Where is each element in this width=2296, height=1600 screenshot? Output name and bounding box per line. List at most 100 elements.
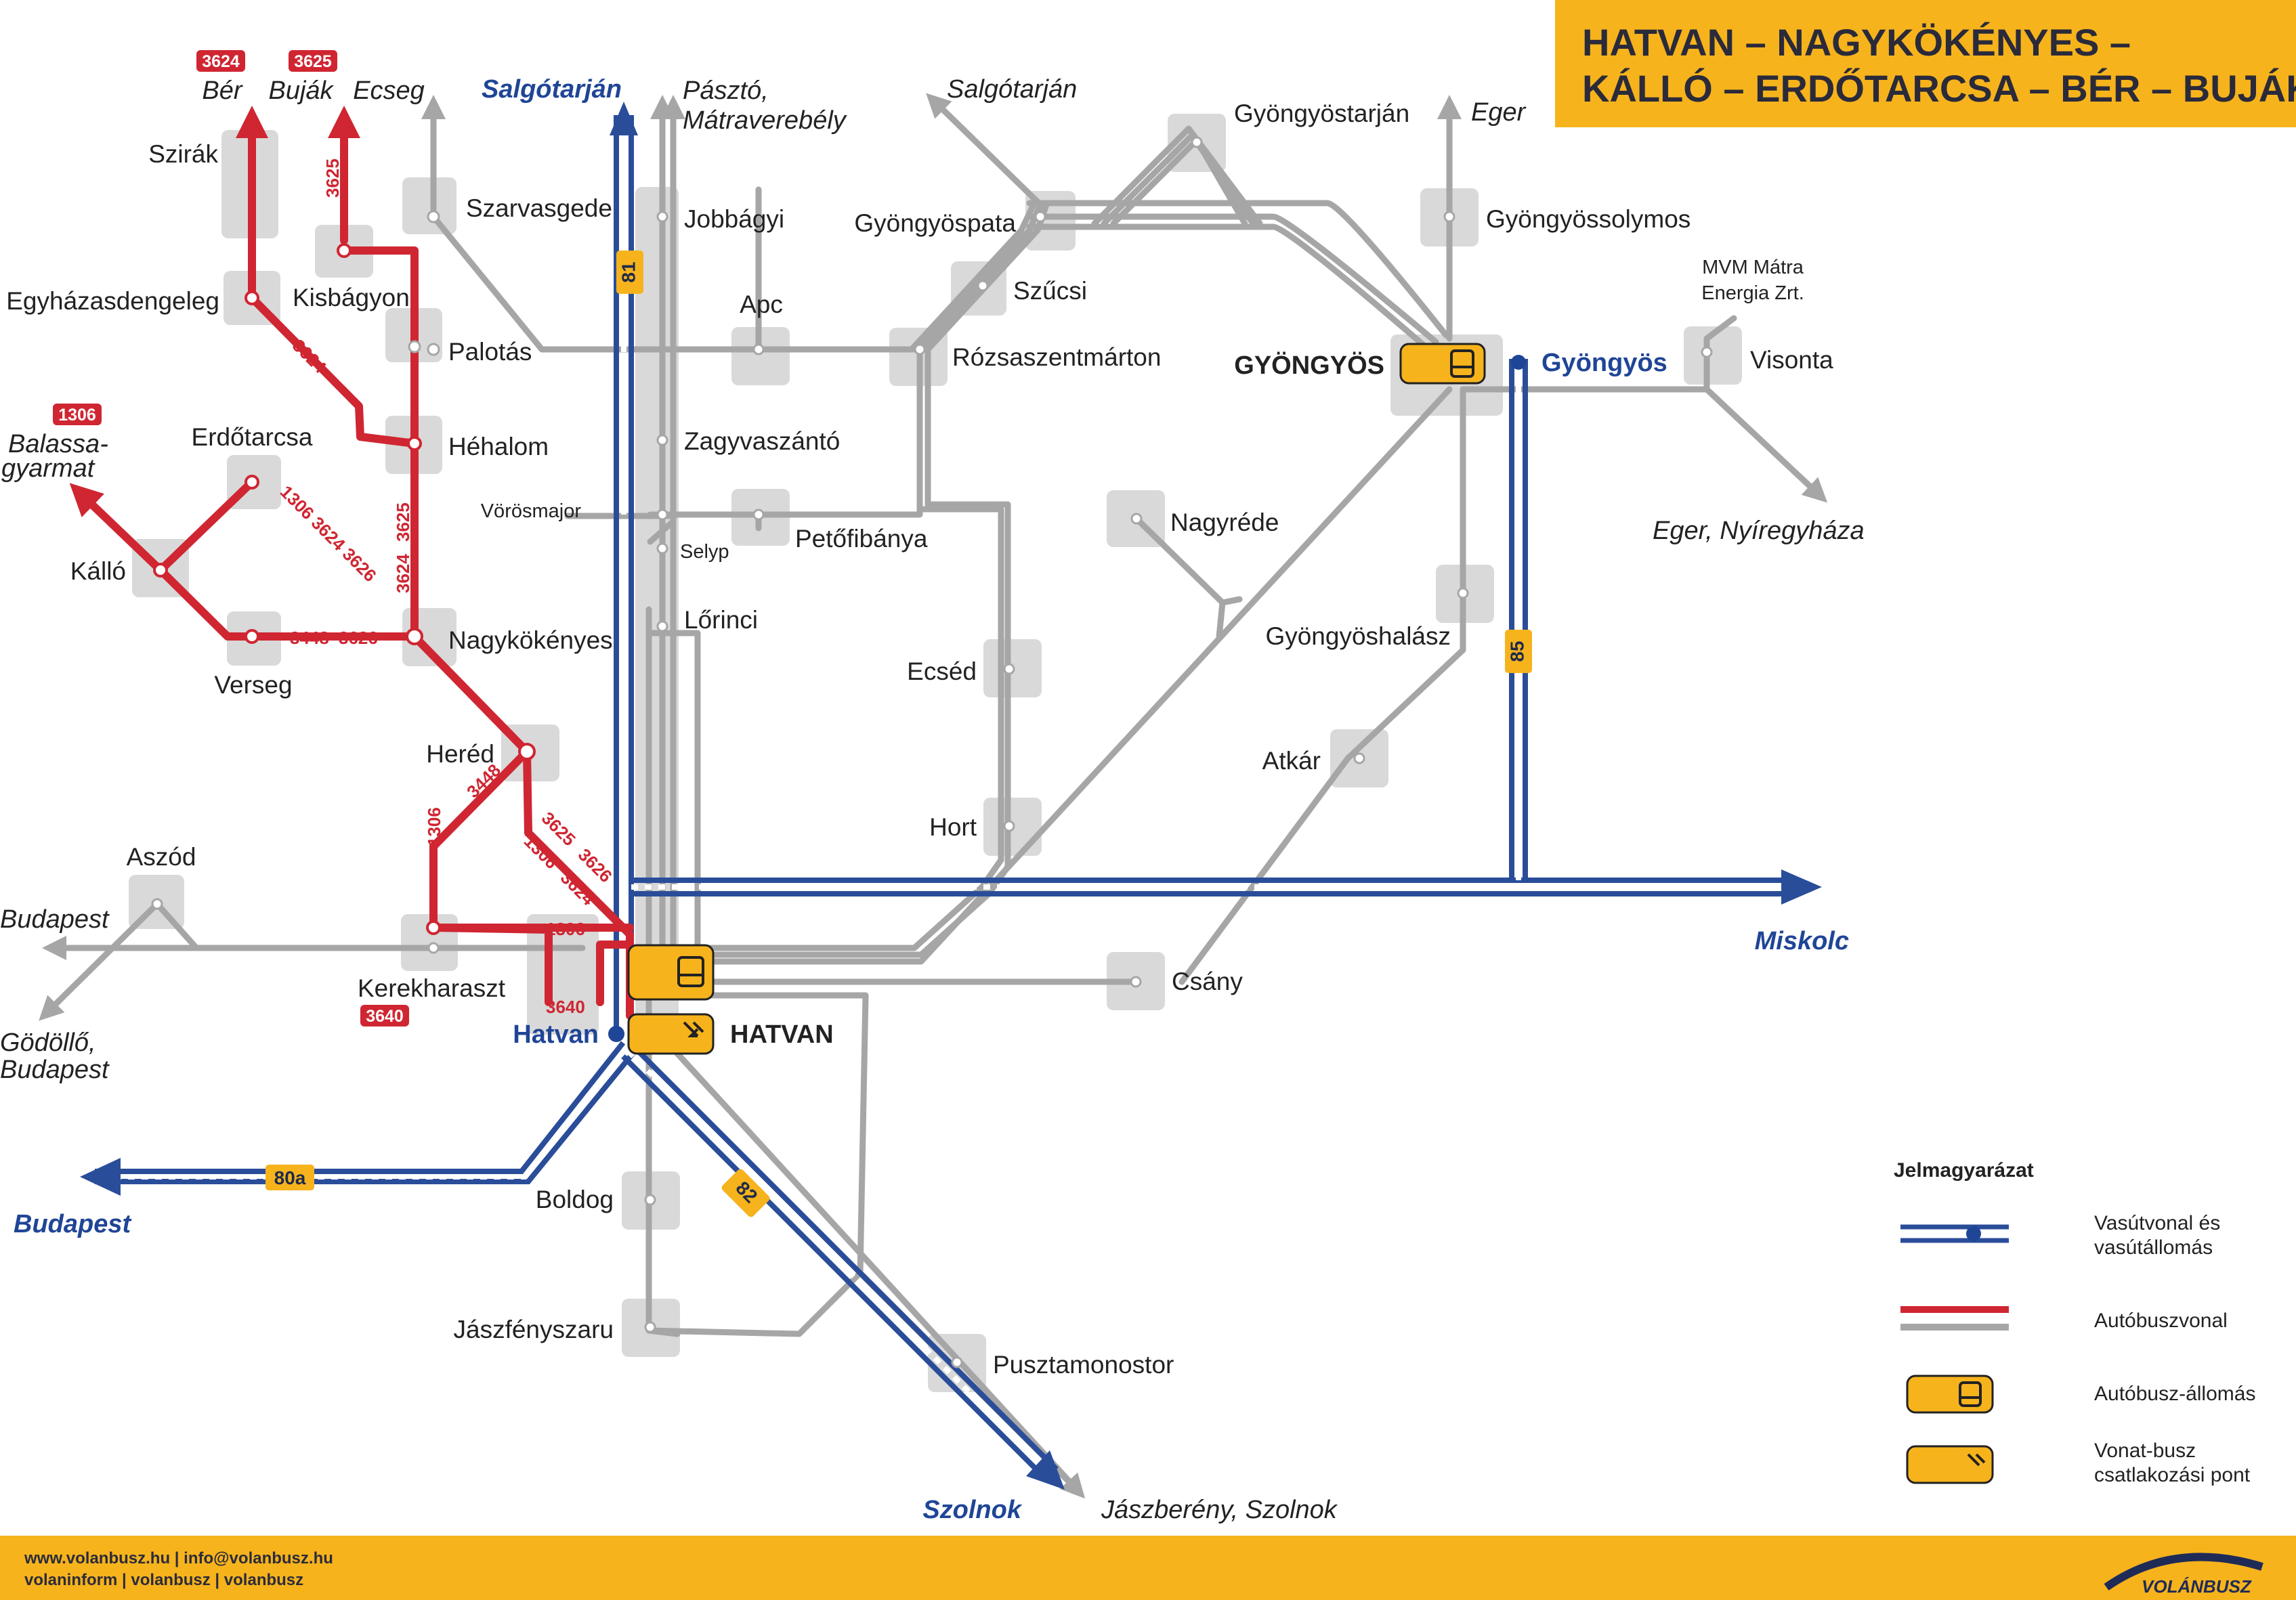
- stop-selyp: Selyp: [680, 541, 729, 563]
- legend-bus-swatch: [1900, 1306, 2009, 1331]
- rail-station-hatvan[interactable]: [608, 1026, 624, 1042]
- title-banner: HATVAN – NAGYKÖKÉNYES – KÁLLÓ – ERDŐTARC…: [1555, 0, 2296, 127]
- stop-ecsed: Ecséd: [907, 657, 977, 685]
- route-badges: 3624 3625 1306 3640: [53, 50, 409, 1026]
- rail-station-gyongyos[interactable]: [1511, 355, 1526, 370]
- footer-contact[interactable]: www.volanbusz.hu | info@volanbusz.hu: [24, 1549, 333, 1567]
- dest-paszto-2: Mátraverebély: [683, 106, 847, 135]
- legend-busstation-swatch: [1906, 1375, 1994, 1414]
- stop-csany: Csány: [1172, 968, 1243, 995]
- bus-icon: [677, 956, 704, 987]
- stop-verseg: Verseg: [214, 671, 292, 699]
- stop-gyongyostarjan: Gyöngyöstarján: [1234, 100, 1409, 127]
- stop-egyhazasdengeleg: Egyházasdengeleg: [6, 287, 219, 315]
- legend-rail-1: Vasútvonal és: [2094, 1212, 2220, 1234]
- legend-rail-swatch: [1900, 1224, 2009, 1243]
- rail-station-label-gyongyos: Gyöngyös: [1542, 349, 1667, 377]
- legend: Jelmagyarázat Vasútvonal és vasútállomás…: [1894, 1159, 2255, 1486]
- stop-hered: Heréd: [426, 740, 494, 768]
- logo-text: VOLÁNBUSZ: [2142, 1576, 2251, 1597]
- train-bus-transfer-icon: [1967, 1453, 1986, 1467]
- rail-line-tags: 81 80a 82 85: [265, 251, 1532, 1217]
- bus-station-gyongyos[interactable]: [1399, 343, 1486, 385]
- route-label: 1306: [276, 481, 318, 523]
- stop-kallo: Kálló: [70, 557, 126, 585]
- bus-icon: [1959, 1381, 1982, 1407]
- dest-salgotarjan-bus: Salgótarján: [947, 75, 1077, 104]
- stop-gyongyossolymos: Gyöngyössolymos: [1486, 205, 1691, 233]
- route-label: 1306: [424, 807, 444, 846]
- stop-kerekharaszt: Kerekharaszt: [358, 974, 506, 1002]
- rail-line-81: 81: [618, 261, 639, 282]
- badge-3625: 3625: [294, 52, 332, 71]
- stop-mvm-2: Energia Zrt.: [1701, 282, 1804, 304]
- stop-kisbagyon: Kisbágyon: [293, 284, 410, 311]
- legend-transfer-swatch: [1906, 1445, 1994, 1484]
- legend-bus: Autóbuszvonal: [2094, 1310, 2228, 1332]
- dest-paszto-1: Pásztó,: [683, 77, 769, 105]
- bus-station-hatvan[interactable]: [627, 944, 715, 1001]
- dest-ecseg: Ecseg: [353, 77, 425, 105]
- dest-miskolc: Miskolc: [1755, 927, 1849, 955]
- legend-heading: Jelmagyarázat: [1894, 1159, 2034, 1182]
- stop-palotas: Palotás: [448, 338, 532, 366]
- stop-lorinci: Lőrinci: [684, 606, 758, 634]
- badge-1306: 1306: [58, 406, 96, 425]
- dest-godollo-2: Budapest: [0, 1056, 110, 1084]
- dest-jaszbereny-szolnok: Jászberény, Szolnok: [1101, 1496, 1338, 1524]
- stop-hehalom: Héhalom: [448, 433, 549, 460]
- stop-erdotarcsa: Erdőtarcsa: [192, 423, 313, 451]
- route-label: 3448: [290, 628, 329, 648]
- legend-connect-1: Vonat-busz: [2094, 1440, 2196, 1462]
- destination-labels: Bér Buják Ecseg Salgótarján Pásztó, Mátr…: [0, 75, 1865, 1524]
- stop-mvm-1: MVM Mátra: [1702, 257, 1804, 278]
- stop-apc: Apc: [740, 290, 783, 318]
- route-label: 3640: [546, 997, 585, 1017]
- stop-rozsaszentmarton: Rózsaszentmárton: [952, 343, 1161, 371]
- stop-jaszfenyszaru: Jászfényszaru: [454, 1316, 614, 1343]
- dest-godollo-1: Gödöllő,: [0, 1029, 96, 1057]
- train-bus-transfer-icon: [683, 1021, 704, 1037]
- stop-szirak: Szirák: [148, 140, 218, 168]
- hub-gyongyos: GYÖNGYÖS: [1234, 351, 1384, 380]
- dest-eger-nyiregyhaza: Eger, Nyíregyháza: [1653, 517, 1865, 545]
- stop-pusztamonostor: Pusztamonostor: [993, 1351, 1174, 1379]
- stop-labels: Szirák Egyházasdengeleg Kisbágyon Szarva…: [6, 100, 1833, 1379]
- rail-line-85: 85: [1506, 641, 1527, 662]
- footer: www.volanbusz.hu | info@volanbusz.hu vol…: [0, 1536, 2296, 1600]
- dest-szolnok: Szolnok: [922, 1496, 1023, 1524]
- dest-balassagyarmat-2: gyarmat: [1, 454, 95, 483]
- title-line-2: KÁLLÓ – ERDŐTARCSA – BÉR – BUJÁK: [1582, 67, 2296, 110]
- badge-3640: 3640: [366, 1007, 404, 1026]
- route-label: 3626: [339, 544, 381, 586]
- dest-budapest-rail: Budapest: [14, 1210, 131, 1238]
- dest-balassagyarmat-1: Balassa-: [8, 430, 108, 458]
- stop-nagykokenyes: Nagykökényes: [448, 626, 613, 654]
- route-label: 1306: [546, 919, 585, 939]
- stop-aszod: Aszód: [127, 843, 196, 871]
- route-label: 3624: [307, 513, 349, 555]
- stop-gyongyospata: Gyöngyöspata: [854, 209, 1016, 237]
- stop-szarvasgede: Szarvasgede: [466, 194, 612, 222]
- stop-nagyrede: Nagyréde: [1170, 509, 1279, 536]
- stop-gyongyoshalasz: Gyöngyöshalász: [1265, 622, 1451, 650]
- stop-szucsi: Szűcsi: [1013, 277, 1087, 305]
- route-label: 3626: [339, 628, 378, 648]
- bus-icon: [1450, 349, 1474, 378]
- footer-social[interactable]: volaninform | volanbusz | volanbusz: [24, 1571, 304, 1589]
- stop-zagyvaszanto: Zagyvaszántó: [684, 427, 840, 455]
- dest-budapest-bus: Budapest: [0, 905, 110, 934]
- dest-salgotarjan-rail: Salgótarján: [482, 75, 622, 104]
- stop-visonta: Visonta: [1750, 346, 1833, 374]
- badge-3624: 3624: [202, 52, 240, 71]
- legend-busstation: Autóbusz-állomás: [2094, 1383, 2255, 1405]
- stop-dots: [151, 136, 1713, 1368]
- title-line-1: HATVAN – NAGYKÖKÉNYES –: [1582, 21, 2131, 64]
- hub-hatvan: HATVAN: [730, 1020, 834, 1049]
- legend-rail-2: vasútállomás: [2094, 1236, 2213, 1259]
- route-label: 3625: [393, 502, 413, 542]
- dest-ber: Bér: [202, 77, 242, 105]
- stop-boldog: Boldog: [536, 1186, 614, 1213]
- logo-arc-icon: [2104, 1553, 2263, 1591]
- transfer-point-hatvan[interactable]: [627, 1013, 715, 1055]
